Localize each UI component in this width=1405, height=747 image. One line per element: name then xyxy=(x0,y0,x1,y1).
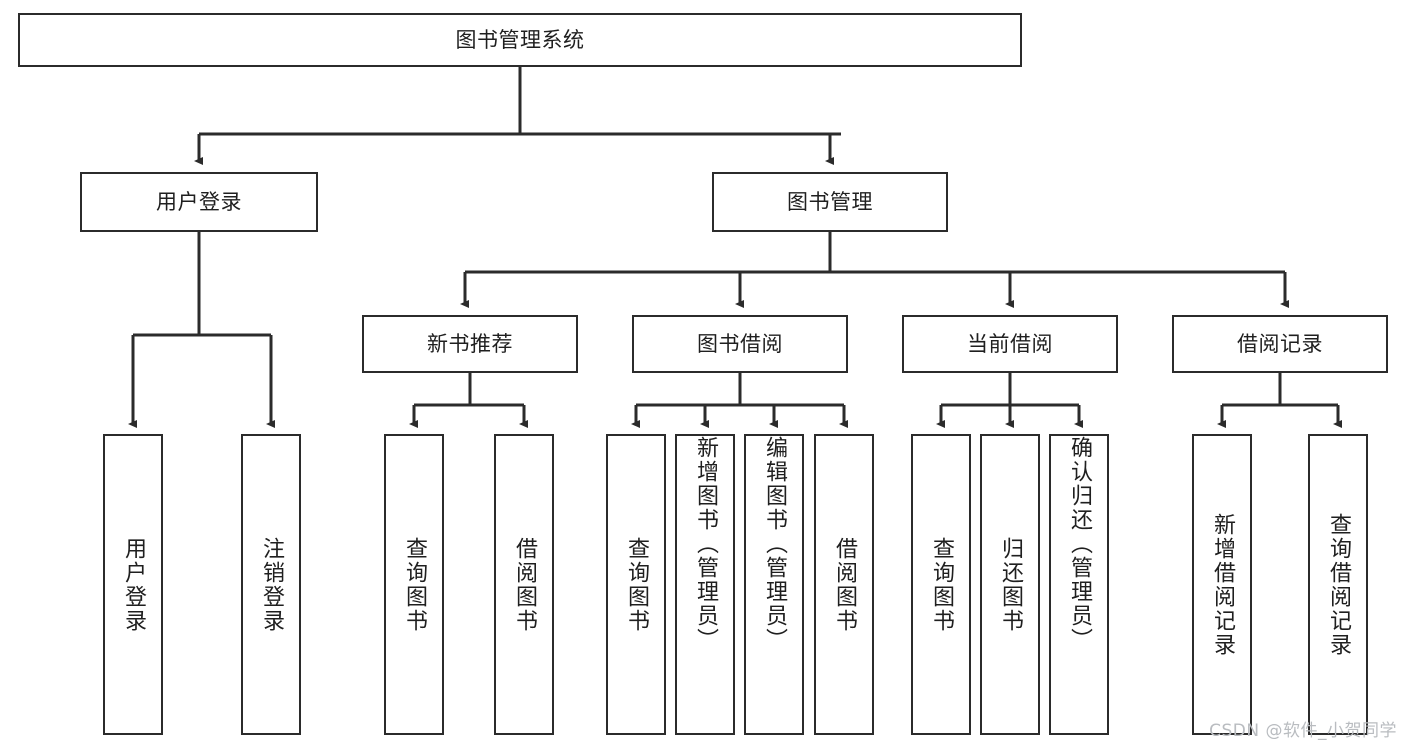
node-root-system[interactable]: 图书管理系统 xyxy=(18,13,1022,67)
node-leaf-logout-label: 注销登录 xyxy=(259,536,284,633)
node-leaf-add-borrow-record-label: 新增借阅记录 xyxy=(1210,512,1235,657)
node-new-book-recommend[interactable]: 新书推荐 xyxy=(362,315,578,373)
node-leaf-return-book[interactable]: 归还图书 xyxy=(980,434,1040,735)
node-leaf-logout[interactable]: 注销登录 xyxy=(241,434,301,735)
node-borrow-record-label: 借阅记录 xyxy=(1237,331,1323,356)
node-leaf-user-login[interactable]: 用户登录 xyxy=(103,434,163,735)
node-current-borrow[interactable]: 当前借阅 xyxy=(902,315,1118,373)
node-borrow-record[interactable]: 借阅记录 xyxy=(1172,315,1388,373)
node-leaf-return-book-label: 归还图书 xyxy=(998,536,1023,633)
node-user-login-label: 用户登录 xyxy=(156,189,242,214)
node-leaf-query-book-recommend[interactable]: 查询图书 xyxy=(384,434,444,735)
node-leaf-query-book-recommend-label: 查询图书 xyxy=(402,536,427,633)
node-leaf-query-book-current[interactable]: 查询图书 xyxy=(911,434,971,735)
node-current-borrow-label: 当前借阅 xyxy=(967,331,1053,356)
node-leaf-borrow-book-recommend-label: 借阅图书 xyxy=(512,536,537,633)
node-book-borrow[interactable]: 图书借阅 xyxy=(632,315,848,373)
node-leaf-borrow-book[interactable]: 借阅图书 xyxy=(814,434,874,735)
node-leaf-borrow-book-label: 借阅图书 xyxy=(832,536,857,633)
node-leaf-query-book-current-label: 查询图书 xyxy=(929,536,954,633)
node-root-system-label: 图书管理系统 xyxy=(455,27,585,52)
node-leaf-query-book-label: 查询图书 xyxy=(624,536,649,633)
node-new-book-recommend-label: 新书推荐 xyxy=(427,331,513,356)
node-leaf-edit-book-admin[interactable]: 编辑图书（管理员） xyxy=(744,434,804,735)
node-leaf-query-borrow-record[interactable]: 查询借阅记录 xyxy=(1308,434,1368,735)
node-leaf-query-borrow-record-label: 查询借阅记录 xyxy=(1326,512,1351,657)
node-book-management[interactable]: 图书管理 xyxy=(712,172,948,232)
node-leaf-add-book-admin-label: 新增图书（管理员） xyxy=(693,436,718,652)
node-leaf-borrow-book-recommend[interactable]: 借阅图书 xyxy=(494,434,554,735)
node-leaf-confirm-return-admin-label: 确认归还（管理员） xyxy=(1067,436,1092,652)
node-user-login[interactable]: 用户登录 xyxy=(80,172,318,232)
node-leaf-add-borrow-record[interactable]: 新增借阅记录 xyxy=(1192,434,1252,735)
node-leaf-add-book-admin[interactable]: 新增图书（管理员） xyxy=(675,434,735,735)
node-leaf-user-login-label: 用户登录 xyxy=(121,536,146,633)
node-book-management-label: 图书管理 xyxy=(787,189,873,214)
node-leaf-edit-book-admin-label: 编辑图书（管理员） xyxy=(762,436,787,652)
node-leaf-confirm-return-admin[interactable]: 确认归还（管理员） xyxy=(1049,434,1109,735)
node-book-borrow-label: 图书借阅 xyxy=(697,331,783,356)
node-leaf-query-book[interactable]: 查询图书 xyxy=(606,434,666,735)
